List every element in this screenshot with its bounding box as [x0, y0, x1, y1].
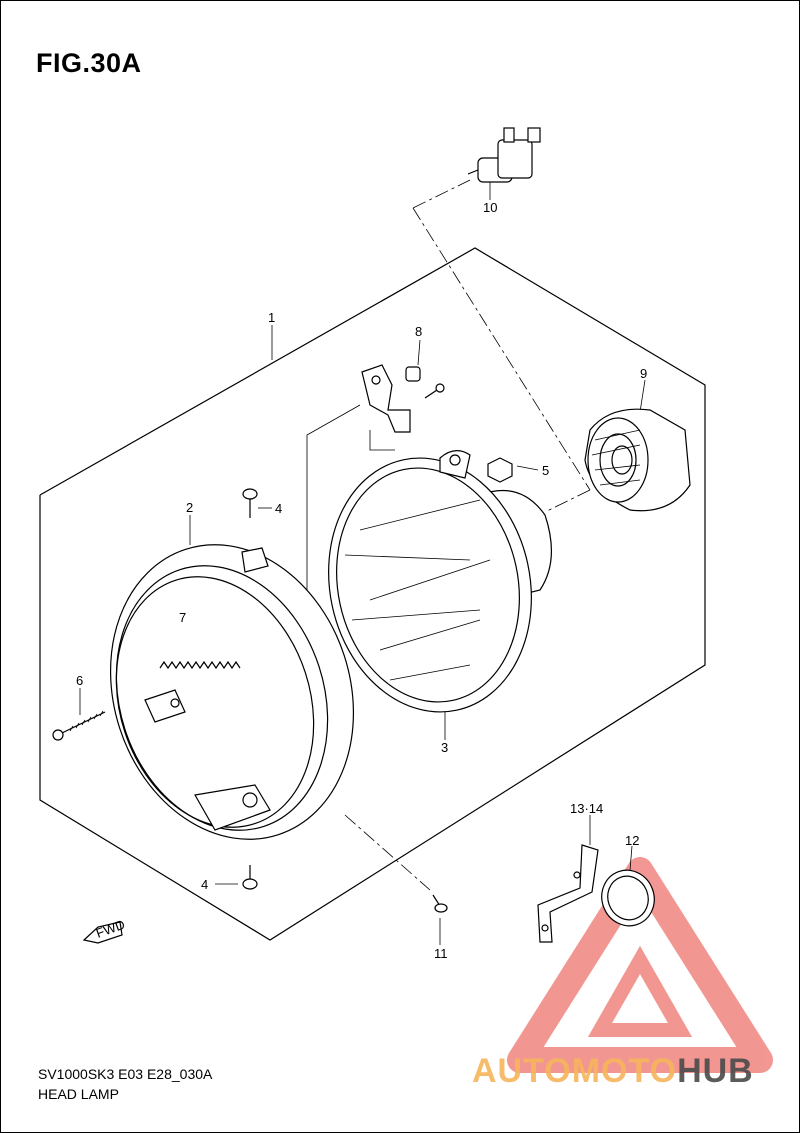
callout-9: 9	[640, 366, 647, 381]
watermark-text: AUTOMOTOHUB	[472, 1052, 754, 1091]
callout-7: 7	[179, 610, 186, 625]
watermark-logo	[507, 857, 773, 1073]
headlamp-rim	[109, 544, 355, 840]
lamp-bracket	[361, 364, 445, 433]
figure-title: FIG.30A	[36, 48, 142, 78]
watermark-part2: HUB	[677, 1052, 754, 1090]
reflector	[601, 869, 655, 927]
callout-13-14: 13·14	[570, 801, 603, 816]
leader-solid	[79, 175, 646, 945]
callout-5: 5	[542, 463, 549, 478]
adjuster-spring	[159, 660, 241, 670]
screw-top	[242, 488, 258, 518]
fwd-arrow: FWD	[82, 917, 127, 944]
figure-code: SV1000SK3 E03 E28_030A	[38, 1066, 213, 1082]
callout-6: 6	[76, 673, 83, 688]
lamp-unit	[328, 450, 553, 713]
nut	[487, 457, 513, 483]
mounting-bracket	[537, 844, 599, 943]
callout-10: 10	[483, 200, 497, 215]
callout-3: 3	[441, 740, 448, 755]
bolt	[432, 894, 448, 913]
callout-8: 8	[415, 324, 422, 339]
assembly-outline	[39, 247, 706, 941]
headlamp-bulb	[467, 127, 541, 183]
callout-labels: 1 2 3 4 4 5 6 7 8 9 10 11 12 13·14	[76, 200, 647, 961]
callout-1: 1	[268, 310, 275, 325]
adjusting-screw	[52, 710, 106, 741]
callout-4-bottom: 4	[201, 877, 208, 892]
callout-11: 11	[434, 946, 448, 961]
callout-2: 2	[186, 500, 193, 515]
callout-4-top: 4	[275, 501, 282, 516]
watermark-part1: AUTOMOTO	[472, 1052, 678, 1090]
screw-bottom	[242, 865, 258, 890]
figure-name: HEAD LAMP	[38, 1086, 119, 1102]
socket-cover	[584, 408, 691, 512]
callout-12: 12	[625, 833, 639, 848]
